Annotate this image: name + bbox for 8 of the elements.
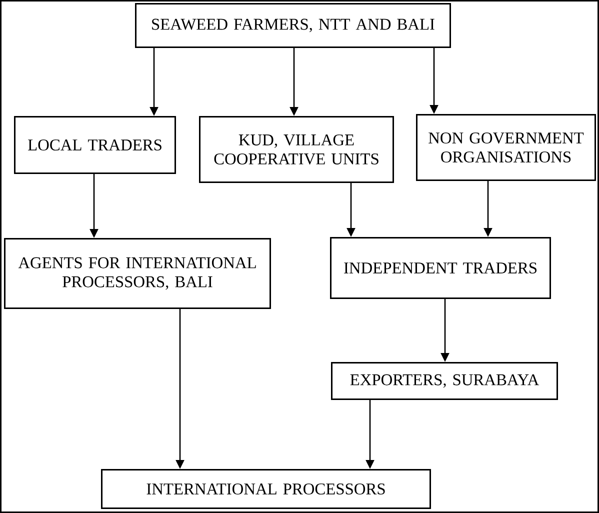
flow-box: KUD, VILLAGE COOPERATIVE UNITS: [199, 116, 394, 183]
flow-box: LOCAL TRADERS: [14, 116, 176, 174]
flow-box: AGENTS FOR INTERNATIONAL PROCESSORS, BALI: [4, 238, 271, 309]
flow-box: NON GOVERNMENT ORGANISATIONS: [416, 114, 596, 181]
flow-box: SEAWEED FARMERS, NTT AND BALI: [135, 3, 451, 48]
flow-box: INDEPENDENT TRADERS: [330, 237, 551, 299]
flow-box: INTERNATIONAL PROCESSORS: [101, 469, 431, 509]
flow-box: EXPORTERS, SURABAYA: [331, 362, 558, 400]
